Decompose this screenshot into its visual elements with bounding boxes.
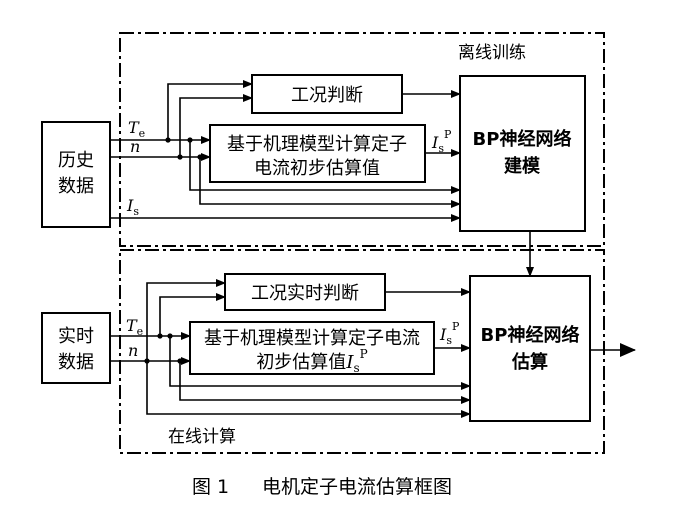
online-bypass-to-nn [146,361,471,418]
online-mechanism-model-line2: 初步估算值IsP [256,347,367,375]
historical-data-box [41,121,111,228]
offline-n-to-nn [199,157,461,208]
mechanism-model-line2: 电流初步估算值 [254,158,380,179]
online-te-junction [157,333,163,339]
online-te-to-nn [169,336,471,390]
realtime-data-box [41,312,111,384]
online-region-border [119,249,605,454]
mechanism-model-line1: 基于机理模型计算定子 [227,134,407,155]
online-n-junction-2 [177,358,183,364]
online-te-to-condition [159,293,226,336]
online-n-to-condition [146,279,226,361]
bp-nn-modeling-line2: 建模 [504,155,541,177]
realtime-condition-label: 工况实时判断 [251,283,359,304]
online-n-label: n [128,341,138,360]
online-isp-label: IsP [439,320,460,347]
online-n-to-nn [179,361,471,404]
bp-nn-estimation-line2: 估算 [511,351,548,373]
online-te-label: Te [126,316,143,338]
offline-n-junction-2 [197,154,203,160]
condition-judgment-label: 工况判断 [291,85,363,106]
figure-title: 电机定子电流估算框图 [262,476,452,498]
offline-n-label: n [130,137,140,156]
offline-region-label: 离线训练 [458,43,526,63]
online-te-junction-2 [167,333,173,339]
offline-te-to-nn [189,140,461,194]
realtime-data-line2: 数据 [58,352,94,373]
offline-isp-label: IsP [431,128,452,155]
mechanism-model-box [209,124,426,183]
online-mechanism-model-line1: 基于机理模型计算定子电流 [204,328,420,349]
figure-number: 图 1 [192,476,229,498]
offline-n-junction [177,154,183,160]
historical-data-line2: 数据 [58,176,94,197]
offline-te-to-condition [167,80,253,140]
online-mechanism-model-box [189,321,435,375]
bp-nn-modeling-line1: BP神经网络 [473,128,572,150]
offline-is-label: Is [126,196,139,218]
bp-nn-estimation-line1: BP神经网络 [481,324,580,346]
offline-te-junction-2 [187,137,193,143]
bp-nn-modeling-box [459,75,586,232]
realtime-data-line1: 实时 [58,326,94,347]
online-region-label: 在线计算 [168,427,236,447]
offline-te-label: Te [128,118,145,140]
historical-data-line1: 历史 [58,150,94,171]
offline-te-junction [165,137,171,143]
offline-n-to-condition [179,94,253,157]
realtime-condition-box [224,273,386,311]
bp-nn-estimation-box [469,275,591,422]
